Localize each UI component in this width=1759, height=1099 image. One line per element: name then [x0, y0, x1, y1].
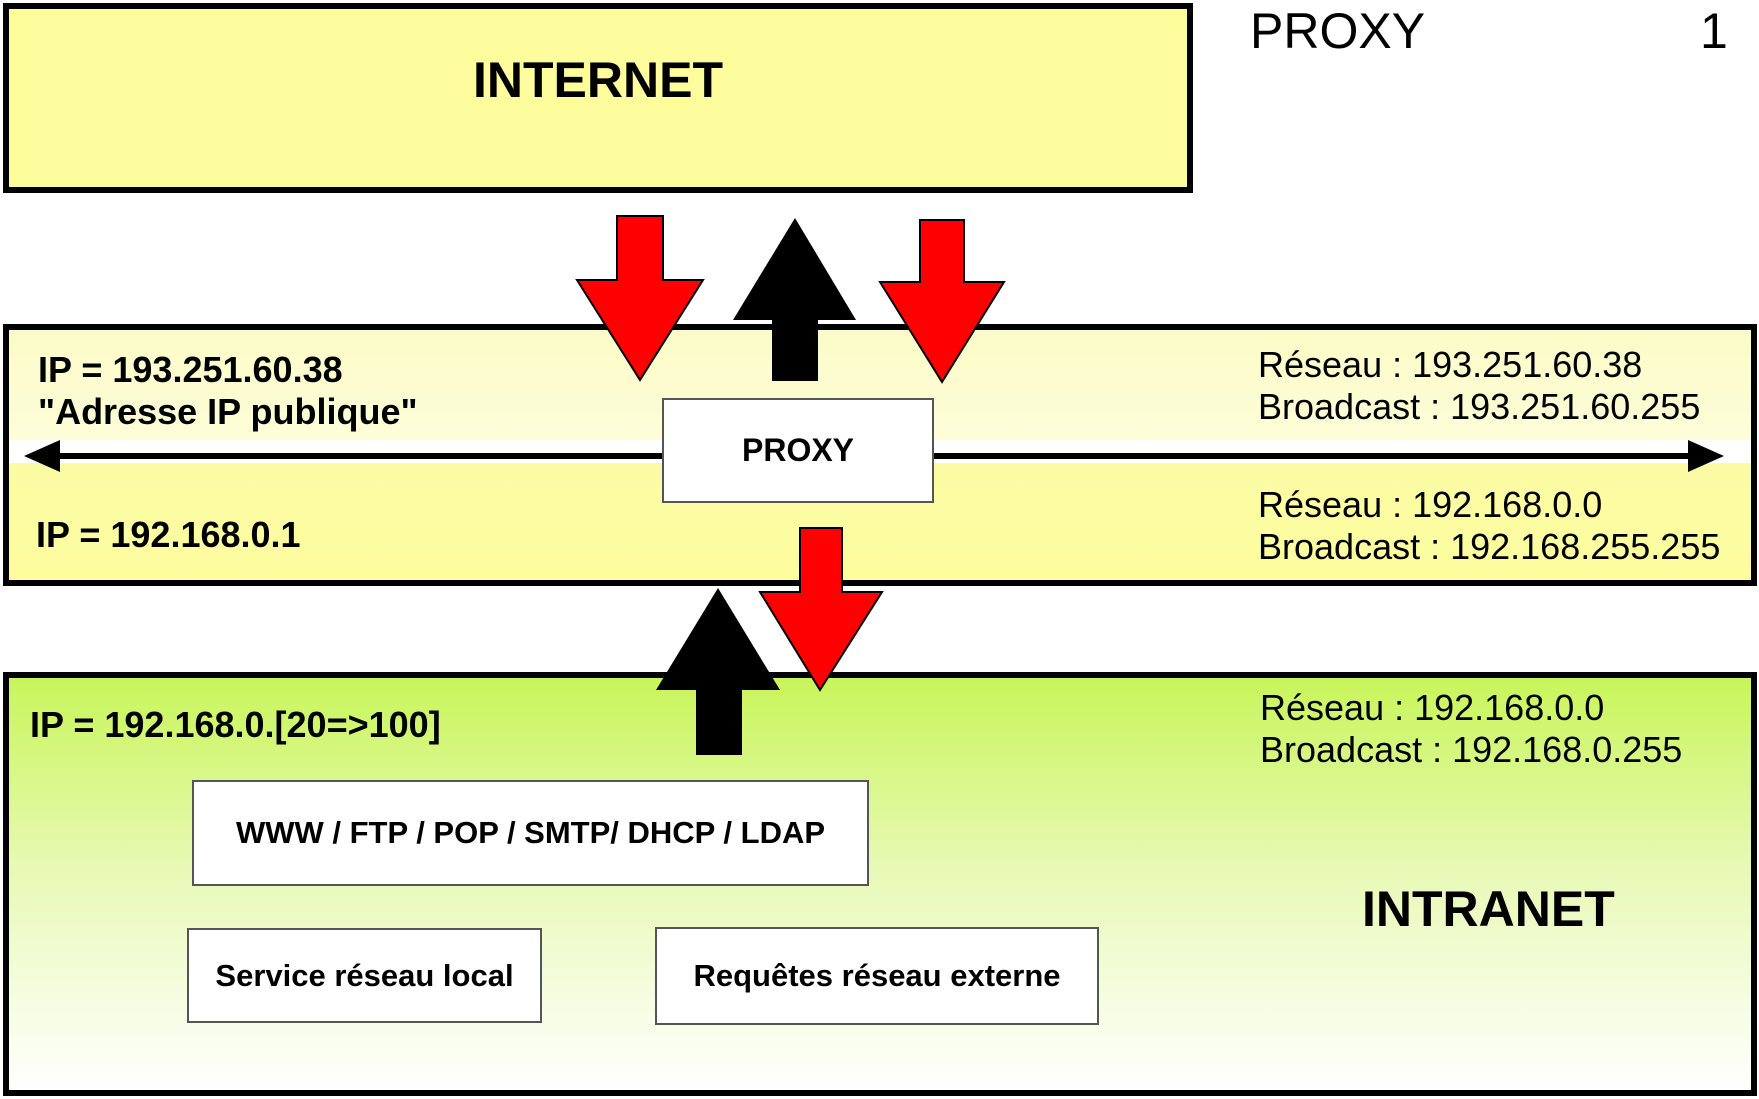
intranet-ip-range: IP = 192.168.0.[20=>100] — [30, 704, 441, 745]
slide-title: PROXY — [1250, 3, 1426, 59]
services-label: WWW / FTP / POP / SMTP/ DHCP / LDAP — [235, 815, 826, 850]
internet-label: INTERNET — [473, 52, 723, 108]
private-broadcast: Broadcast : 192.168.255.255 — [1258, 526, 1721, 567]
external-requests-box: Requêtes réseau externe — [655, 927, 1099, 1025]
public-ip-note: "Adresse IP publique" — [38, 391, 418, 432]
private-network: Réseau : 192.168.0.0 — [1258, 484, 1603, 525]
public-broadcast: Broadcast : 193.251.60.255 — [1258, 386, 1701, 427]
intranet-label: INTRANET — [1362, 881, 1615, 937]
local-service-label: Service réseau local — [215, 957, 514, 993]
intranet-network: Réseau : 192.168.0.0 — [1260, 687, 1605, 728]
services-box: WWW / FTP / POP / SMTP/ DHCP / LDAP — [192, 780, 869, 886]
intranet-broadcast: Broadcast : 192.168.0.255 — [1260, 729, 1683, 770]
internet-box: INTERNET — [3, 3, 1193, 193]
external-requests-label: Requêtes réseau externe — [693, 958, 1061, 993]
private-ip: IP = 192.168.0.1 — [36, 514, 301, 555]
local-service-box: Service réseau local — [187, 928, 542, 1023]
public-ip: IP = 193.251.60.38 — [38, 349, 343, 390]
public-network: Réseau : 193.251.60.38 — [1258, 344, 1643, 385]
proxy-label: PROXY — [741, 432, 855, 468]
slide-number: 1 — [1700, 3, 1728, 59]
proxy-box: PROXY — [662, 398, 934, 503]
